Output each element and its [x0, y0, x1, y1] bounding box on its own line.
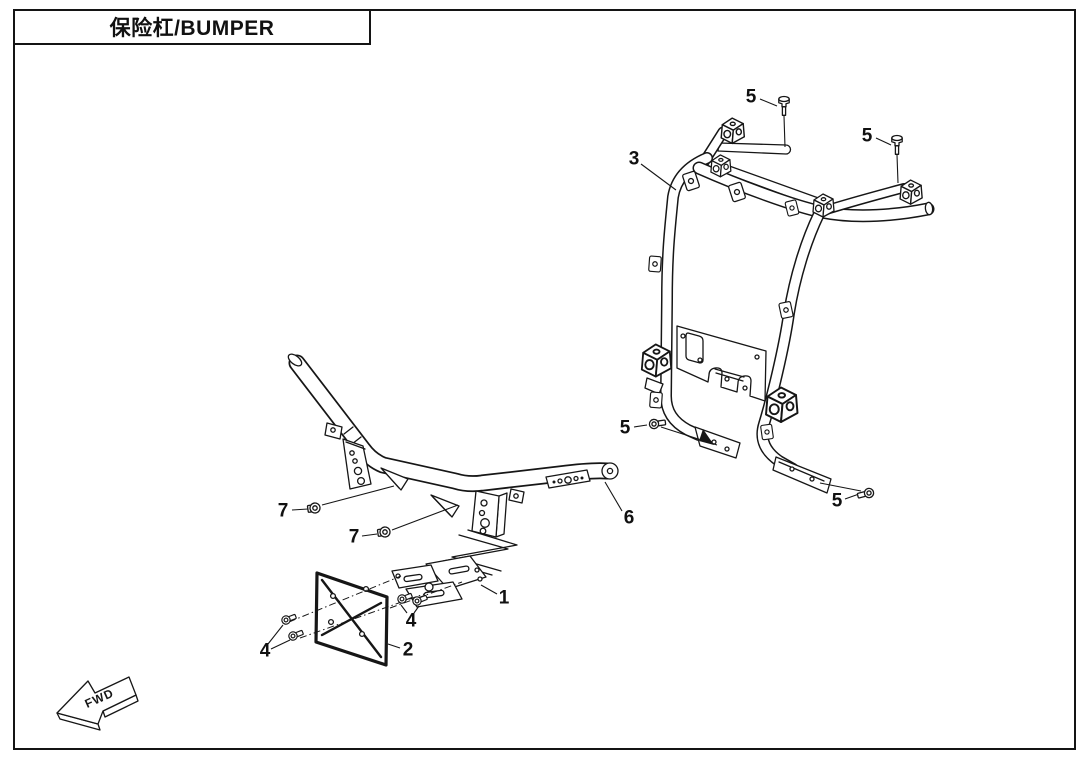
front-bumper-part-6 — [287, 353, 619, 576]
rear-frame-part-3 — [640, 117, 935, 494]
fasteners — [280, 95, 903, 642]
bolt-part-5 — [891, 134, 903, 155]
title-box: 保险杠/BUMPER — [13, 9, 371, 45]
bolt-part-5 — [856, 486, 876, 501]
bolt-part-4 — [280, 611, 298, 626]
leader-lines — [267, 98, 899, 650]
nut-part-7 — [306, 501, 322, 515]
bolt-part-5 — [778, 95, 790, 116]
nut-part-7 — [376, 525, 392, 539]
bolt-part-4 — [396, 590, 414, 605]
mount-bracket-part-1 — [391, 555, 487, 608]
bolt-part-4 — [287, 627, 305, 642]
cube-bracket — [720, 117, 746, 145]
page-title: 保险杠/BUMPER — [109, 17, 275, 40]
fwd-direction-arrow: FWD — [56, 676, 139, 731]
page-border — [13, 9, 1076, 750]
plate-part-2 — [314, 571, 389, 667]
